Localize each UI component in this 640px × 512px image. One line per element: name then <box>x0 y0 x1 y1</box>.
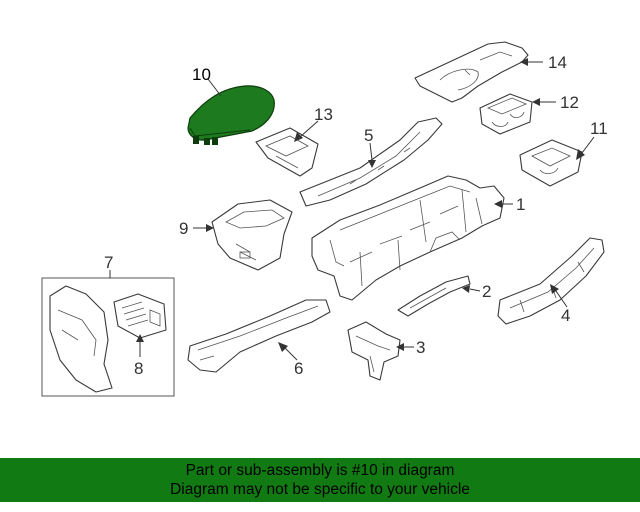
part-14-console-trim-plate[interactable] <box>414 41 529 103</box>
part-12-cup-holder[interactable] <box>479 93 533 135</box>
callout-6: 6 <box>294 359 303 378</box>
banner-line-2: Diagram may not be specific to your vehi… <box>170 481 470 498</box>
part-11-bin[interactable] <box>519 139 583 187</box>
banner-line-1: Part or sub-assembly is #10 in diagram <box>185 462 455 479</box>
part-9-storage-bin[interactable] <box>211 199 293 271</box>
callout-13: 13 <box>314 105 333 124</box>
part-4-side-panel[interactable] <box>497 237 605 325</box>
part-2-bracket[interactable] <box>397 275 471 317</box>
callout-2: 2 <box>482 282 491 301</box>
callout-5: 5 <box>364 126 373 145</box>
leader-lines <box>109 58 595 361</box>
part-3-mounting-bracket[interactable] <box>347 321 401 381</box>
callout-14: 14 <box>548 53 567 72</box>
part-6-side-trim[interactable] <box>187 299 331 373</box>
callout-8: 8 <box>134 359 143 378</box>
callout-1: 1 <box>516 195 525 214</box>
callout-9: 9 <box>179 219 188 238</box>
callout-11: 11 <box>590 119 608 138</box>
part-10-armrest-lid[interactable] <box>187 85 275 145</box>
parts-diagram: 10 14 12 13 11 5 1 9 2 3 4 6 7 8 <box>41 41 608 397</box>
callout-12: 12 <box>560 93 579 112</box>
info-banner: Part or sub-assembly is #10 in diagram D… <box>0 458 640 502</box>
part-1-console-body[interactable] <box>311 175 505 301</box>
callout-7: 7 <box>104 253 113 272</box>
part-13-storage-tray[interactable] <box>255 127 319 177</box>
callout-3: 3 <box>416 338 425 357</box>
callout-10: 10 <box>192 65 211 84</box>
part-7-bezel[interactable] <box>49 285 113 393</box>
part-8-vent[interactable] <box>113 293 167 339</box>
callout-4: 4 <box>561 306 570 325</box>
